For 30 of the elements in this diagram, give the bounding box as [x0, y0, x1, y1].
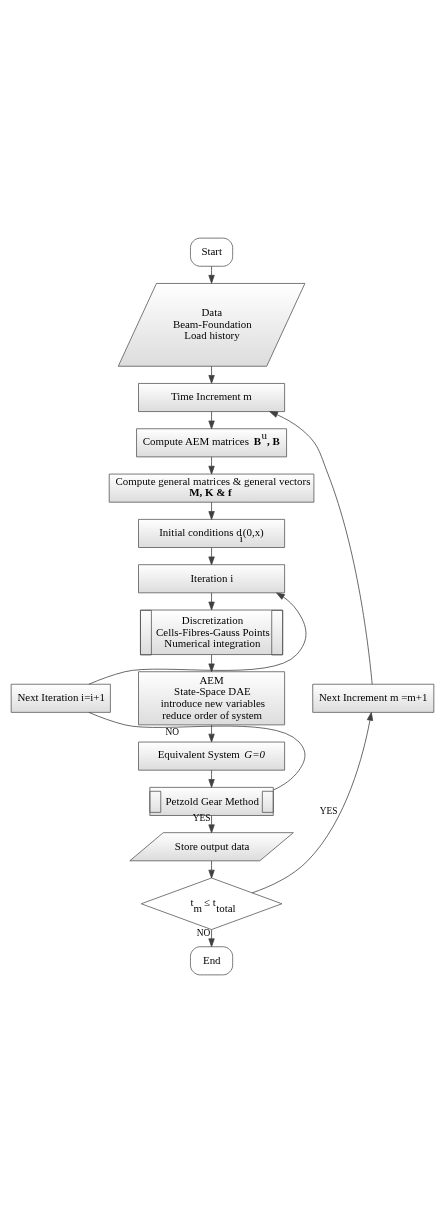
arrow	[208, 365, 215, 384]
edge-label: NO	[196, 927, 211, 938]
arrow	[208, 654, 215, 673]
node-box: Next Iteration i=i+1	[10, 683, 111, 713]
node-box: Start	[190, 237, 234, 267]
edge-label: YES	[319, 805, 338, 816]
node-box: End	[190, 946, 234, 976]
node-box: AEM State-Space DAE introduce new variables reduce order of system	[138, 671, 285, 726]
arrow	[208, 769, 215, 788]
arrow	[251, 712, 374, 894]
node-box: Next Increment m =m+1	[312, 683, 435, 713]
arrow	[88, 592, 307, 685]
connector	[88, 712, 306, 791]
arrow	[208, 456, 215, 475]
node-box: Equivalent System G=0	[138, 741, 285, 771]
arrow	[208, 592, 215, 611]
arrow	[208, 815, 215, 834]
arrow	[208, 860, 215, 879]
edge-label: YES	[192, 813, 211, 824]
arrow	[208, 929, 215, 948]
edge-label: NO	[165, 726, 180, 737]
node-box: Iteration i	[138, 564, 285, 594]
arrow	[208, 724, 215, 743]
node-box: Time Increment m	[138, 383, 285, 412]
arrow	[208, 547, 215, 566]
arrow	[208, 265, 215, 284]
arrow	[208, 411, 215, 430]
arrow	[208, 501, 215, 520]
node-box: Compute general matrices & general vectors M, K & f	[108, 473, 315, 503]
arrow	[269, 411, 373, 685]
